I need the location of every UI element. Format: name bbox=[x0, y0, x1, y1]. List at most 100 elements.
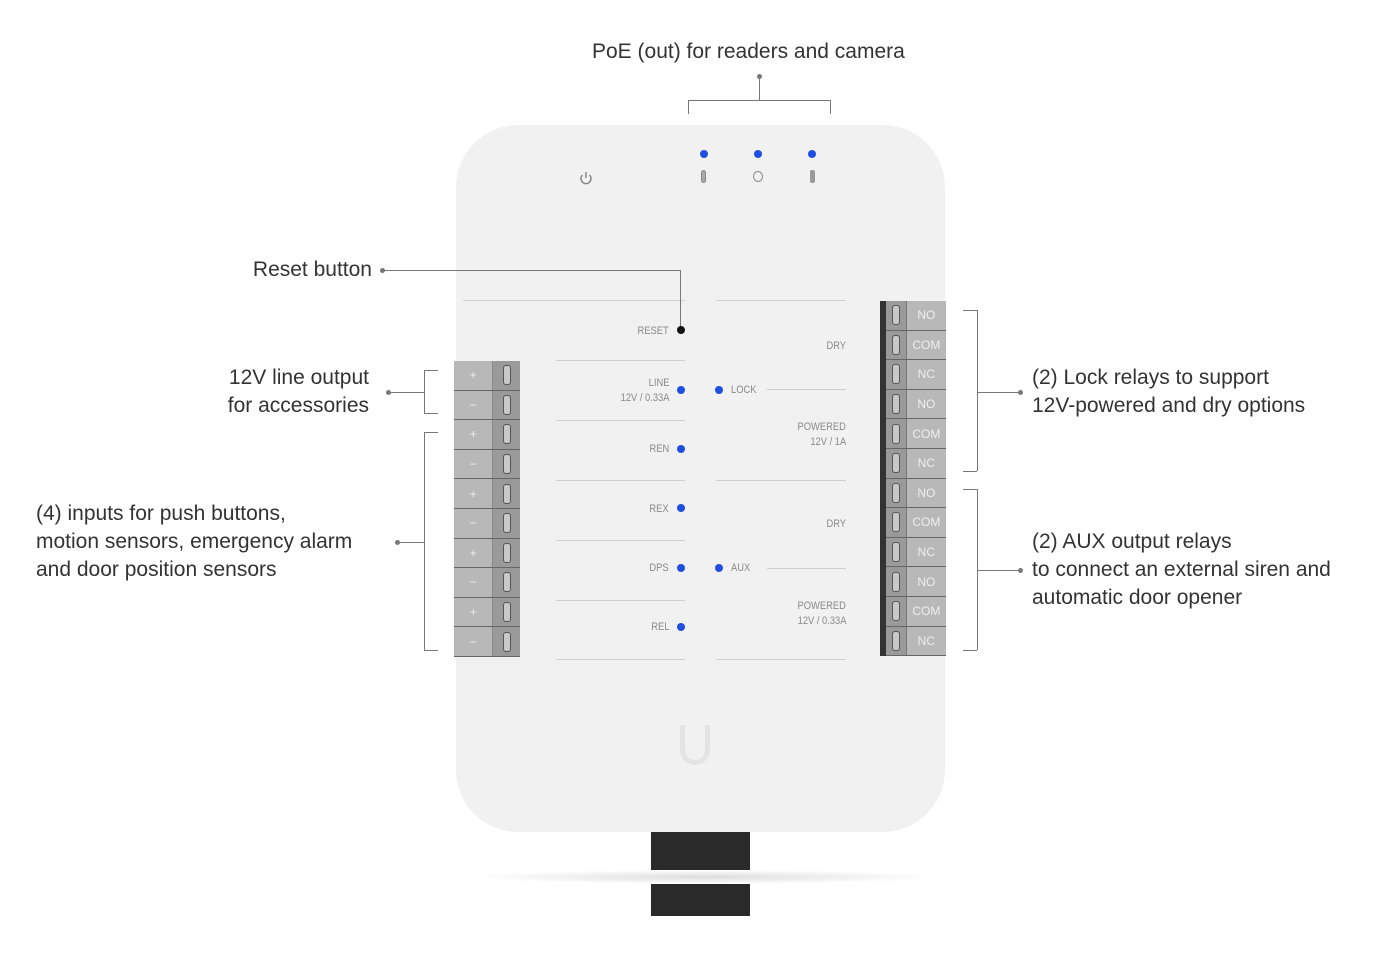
screw-slot bbox=[886, 596, 906, 626]
access-hub-device bbox=[456, 125, 945, 832]
terminal-label: − bbox=[454, 449, 494, 479]
rex-led bbox=[677, 504, 685, 512]
terminal[interactable]: − bbox=[454, 568, 520, 598]
poe-bracket bbox=[688, 100, 831, 101]
screw-slot bbox=[886, 448, 906, 478]
aux-led bbox=[715, 564, 723, 572]
line-output-callout: 12V line output for accessories bbox=[228, 364, 369, 420]
terminal[interactable]: + bbox=[454, 361, 520, 391]
terminal[interactable]: NC bbox=[886, 626, 946, 657]
line-output-bracket bbox=[424, 370, 438, 371]
reader-icon bbox=[701, 170, 706, 183]
terminal[interactable]: COM bbox=[886, 330, 946, 361]
terminal[interactable]: + bbox=[454, 538, 520, 569]
divider bbox=[716, 300, 846, 301]
screw-slot bbox=[493, 479, 520, 508]
terminal[interactable]: NO bbox=[886, 389, 946, 420]
port-led-3 bbox=[808, 150, 816, 158]
line-rating-label: 12V / 0.33A bbox=[620, 392, 669, 404]
terminal[interactable]: NC bbox=[886, 537, 946, 568]
terminal-label: + bbox=[454, 361, 494, 390]
device-shadow bbox=[470, 870, 940, 884]
aux-bracket bbox=[963, 650, 977, 651]
callout-line: (4) inputs for push buttons, bbox=[36, 502, 286, 525]
terminal-label: NC bbox=[905, 537, 946, 567]
aux-dot bbox=[1018, 568, 1023, 573]
camera-icon bbox=[810, 170, 815, 183]
terminal-label: NC bbox=[905, 448, 946, 478]
reset-callout: Reset button bbox=[252, 258, 372, 281]
terminal[interactable]: NO bbox=[886, 301, 946, 331]
line-led bbox=[677, 386, 685, 394]
rel-label: REL bbox=[650, 621, 669, 633]
divider bbox=[716, 480, 846, 481]
callout-line: 12V line output bbox=[228, 366, 369, 389]
terminal[interactable]: NO bbox=[886, 478, 946, 509]
terminal[interactable]: − bbox=[454, 627, 520, 657]
terminal-label: − bbox=[454, 390, 494, 420]
right-terminal-block: NO COM NC NO COM NC NO COM NC NO COM NC bbox=[880, 301, 946, 657]
screw-slot bbox=[886, 537, 906, 567]
callout-line: and door position sensors bbox=[36, 558, 277, 581]
terminal[interactable]: + bbox=[454, 479, 520, 509]
screw-slot bbox=[493, 390, 520, 420]
terminal[interactable]: COM bbox=[886, 596, 946, 627]
divider bbox=[556, 480, 685, 481]
poe-bracket bbox=[759, 77, 760, 100]
lock-dot bbox=[1018, 390, 1023, 395]
screw-slot bbox=[493, 420, 520, 449]
ren-led bbox=[677, 445, 685, 453]
terminal-label: COM bbox=[905, 330, 946, 360]
screw-slot bbox=[493, 449, 520, 479]
screw-slot bbox=[886, 626, 906, 656]
terminal[interactable]: COM bbox=[886, 419, 946, 449]
inputs-callout: (4) inputs for push buttons, motion sens… bbox=[36, 500, 352, 584]
screw-slot bbox=[886, 419, 906, 448]
terminal-label: NO bbox=[905, 478, 946, 508]
lock-label: LOCK bbox=[731, 384, 757, 396]
terminal[interactable]: NO bbox=[886, 567, 946, 597]
callout-line: to connect an external siren and bbox=[1032, 558, 1331, 581]
terminal-label: COM bbox=[905, 508, 946, 537]
terminal[interactable]: COM bbox=[886, 508, 946, 538]
inputs-bracket bbox=[424, 432, 438, 433]
terminal[interactable]: NC bbox=[886, 360, 946, 390]
lock-bracket bbox=[963, 471, 977, 472]
terminal[interactable]: − bbox=[454, 390, 520, 421]
callout-line: for accessories bbox=[227, 394, 369, 417]
screw-slot bbox=[493, 568, 520, 597]
reset-button[interactable] bbox=[677, 326, 685, 334]
divider bbox=[767, 389, 846, 390]
aux-label: AUX bbox=[731, 562, 751, 574]
poe-bracket bbox=[688, 100, 689, 114]
screw-slot bbox=[493, 361, 520, 390]
line-output-leader bbox=[388, 392, 424, 393]
divider bbox=[556, 659, 685, 660]
callout-line: (2) AUX output relays bbox=[1032, 530, 1232, 553]
divider bbox=[556, 420, 685, 421]
terminal-label: + bbox=[454, 538, 494, 568]
callout-line: 12V-powered and dry options bbox=[1032, 394, 1306, 417]
terminal[interactable]: + bbox=[454, 420, 520, 450]
terminal[interactable]: − bbox=[454, 449, 520, 480]
terminal[interactable]: NC bbox=[886, 448, 946, 479]
inputs-bracket bbox=[424, 650, 438, 651]
powered-label-lock: POWERED bbox=[797, 421, 846, 433]
terminal-label: NO bbox=[905, 567, 946, 596]
reset-label: RESET bbox=[637, 325, 669, 337]
screw-slot bbox=[886, 360, 906, 389]
screw-slot bbox=[886, 508, 906, 537]
power-icon bbox=[580, 172, 592, 185]
dps-led bbox=[677, 564, 685, 572]
terminal[interactable]: + bbox=[454, 597, 520, 628]
divider bbox=[767, 568, 846, 569]
screw-slot bbox=[886, 389, 906, 419]
line-label: LINE bbox=[648, 377, 669, 389]
divider bbox=[716, 659, 846, 660]
aux-bracket bbox=[977, 489, 978, 650]
inputs-leader bbox=[397, 542, 424, 543]
line-output-bracket bbox=[424, 413, 438, 414]
lock-led bbox=[715, 386, 723, 394]
ubiquiti-logo bbox=[680, 725, 710, 765]
terminal[interactable]: − bbox=[454, 508, 520, 539]
